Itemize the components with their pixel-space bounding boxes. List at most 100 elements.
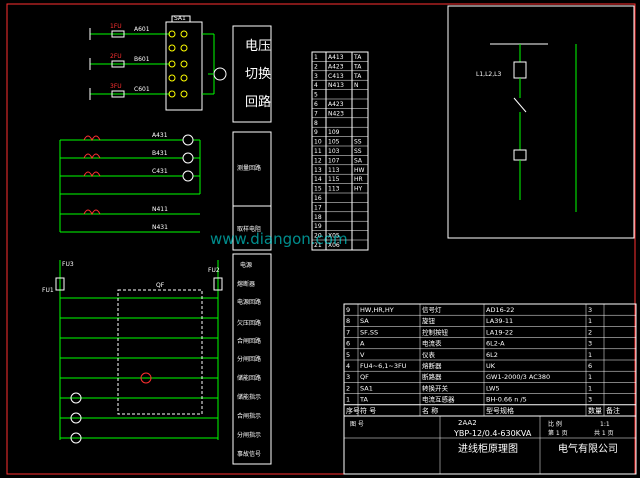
- bom-cell-spec: 6L2: [486, 351, 498, 359]
- company: 电气有限公司: [558, 442, 618, 455]
- vs-char-5: 回: [245, 95, 258, 110]
- title-block: [343, 415, 637, 475]
- bom-cell-qty: 1: [588, 351, 592, 359]
- bom-cell-spec: LW5: [486, 384, 500, 392]
- bom-cell-name: 电流互感器: [422, 395, 455, 404]
- bom-header-note: 备注: [606, 406, 620, 415]
- bom-header-qty: 数量: [588, 406, 602, 415]
- bom-cell-code: SF,SS: [360, 328, 378, 336]
- bom-cell-qty: 1: [588, 317, 592, 325]
- terminal-wire: 113: [328, 167, 340, 174]
- primary-circuit-box: [447, 5, 635, 239]
- bom-header-no: 序号: [346, 406, 360, 415]
- label-sa1: SA1: [174, 15, 186, 22]
- bom-cell-code: SA1: [360, 384, 373, 392]
- func-label: 分闸指示: [237, 431, 261, 439]
- heater-label: 取样电阻: [237, 225, 261, 233]
- func-label: 分闸回路: [237, 355, 261, 363]
- bom-cell-spec: BH-0.66 n /5: [486, 396, 527, 404]
- vs-char-2: 压: [258, 39, 271, 54]
- terminal-wire: A413: [328, 54, 344, 61]
- drawing-title: 进线柜原理图: [458, 442, 518, 455]
- drawing-no-label: 图 号: [350, 421, 364, 428]
- bom-cell-no: 4: [346, 362, 350, 370]
- terminal-dev: SS: [354, 139, 362, 146]
- terminal-no: 17: [314, 204, 322, 211]
- bom-cell-name: 旋钮: [422, 316, 436, 325]
- fu-label-2: FU2: [208, 267, 220, 274]
- voltage-switch-box: [232, 25, 272, 123]
- terminal-no: 12: [314, 157, 322, 164]
- bom-cell-qty: 2: [588, 328, 592, 336]
- func-label: 合闸指示: [237, 412, 261, 420]
- terminal-no: 2: [314, 63, 318, 70]
- bom-cell-code: V: [360, 351, 365, 359]
- terminal-no: 18: [314, 214, 322, 221]
- terminal-wire: N413: [328, 82, 344, 89]
- terminal-no: 15: [314, 186, 322, 193]
- label-2fu: 2FU: [110, 53, 122, 60]
- meter-label-2: B431: [152, 150, 168, 157]
- fu-label-1: FU1: [42, 287, 54, 294]
- bom-cell-code: HW,HR,HY: [360, 306, 394, 314]
- qf-label: QF: [156, 282, 165, 289]
- terminal-wire: 115: [328, 176, 340, 183]
- sheet-total: 共 1 页: [594, 429, 614, 437]
- bom-header-spec: 型号规格: [486, 406, 514, 415]
- bom-cell-code: TA: [359, 396, 368, 404]
- terminal-no: 10: [314, 139, 322, 146]
- heater-box: [232, 205, 272, 251]
- sheet-no: 第 1 页: [548, 429, 568, 437]
- terminal-no: 21: [314, 242, 322, 249]
- terminal-wire: X05: [328, 233, 340, 240]
- bom-cell-qty: 1: [588, 384, 592, 392]
- bom-cell-spec: UK: [486, 362, 496, 370]
- terminal-wire: 107: [328, 157, 340, 164]
- terminal-no: 5: [314, 92, 318, 99]
- terminal-dev: SS: [354, 148, 362, 155]
- drawing-frame: [6, 3, 636, 475]
- vs-char-3: 切: [245, 67, 258, 82]
- terminal-no: 19: [314, 223, 322, 230]
- vs-char-6: 路: [258, 94, 271, 110]
- terminal-no: 16: [314, 195, 322, 202]
- bom-cell-no: 9: [346, 306, 350, 314]
- terminal-no: 4: [314, 82, 318, 89]
- scale-label: 比 例: [548, 420, 562, 428]
- model: YBP-12/0.4-630KVA: [453, 429, 532, 438]
- terminal-dev: HY: [354, 186, 363, 193]
- bom-cell-qty: 3: [588, 306, 592, 314]
- terminal-wire: X06: [328, 242, 340, 249]
- function-labels: 电源 熔断器 电源回路 欠压回路 合闸回路 分闸回路 储能回路 储能指示 合闸指…: [237, 261, 261, 458]
- terminal-no: 13: [314, 167, 322, 174]
- func-label: 储能指示: [237, 393, 261, 401]
- bom-cell-no: 2: [346, 384, 350, 392]
- measure-label: 测量回路: [237, 164, 261, 172]
- terminal-dev: TA: [353, 73, 362, 80]
- scale-value: 1:1: [600, 421, 610, 428]
- bom-cell-name: 熔断器: [422, 361, 442, 370]
- meter-label-4: N411: [152, 206, 168, 213]
- terminal-no: 9: [314, 129, 318, 136]
- bom-cell-spec: GW1-2000/3 AC380: [486, 373, 550, 381]
- control-fuses: [55, 277, 223, 291]
- meter-label-1: A431: [152, 132, 168, 139]
- bom-cell-name: 控制按钮: [422, 327, 449, 336]
- terminal-no: 14: [314, 176, 322, 183]
- bom-cell-name: 仪表: [422, 350, 436, 359]
- bom-cell-name: 信号灯: [422, 305, 442, 314]
- bom-cell-spec: 6L2-A: [486, 340, 505, 348]
- bus-label: L1,L2,L3: [476, 71, 501, 78]
- terminal-dev: HR: [354, 176, 363, 183]
- vs-char-4: 换: [258, 67, 271, 82]
- terminal-no: 6: [314, 101, 318, 108]
- ammeter-circles: [182, 134, 194, 182]
- terminal-wire: 103: [328, 148, 340, 155]
- bom-cell-code: A: [360, 340, 365, 348]
- terminal-no: 20: [314, 233, 322, 240]
- bom-cell-no: 5: [346, 351, 350, 359]
- terminal-no: 3: [314, 73, 318, 80]
